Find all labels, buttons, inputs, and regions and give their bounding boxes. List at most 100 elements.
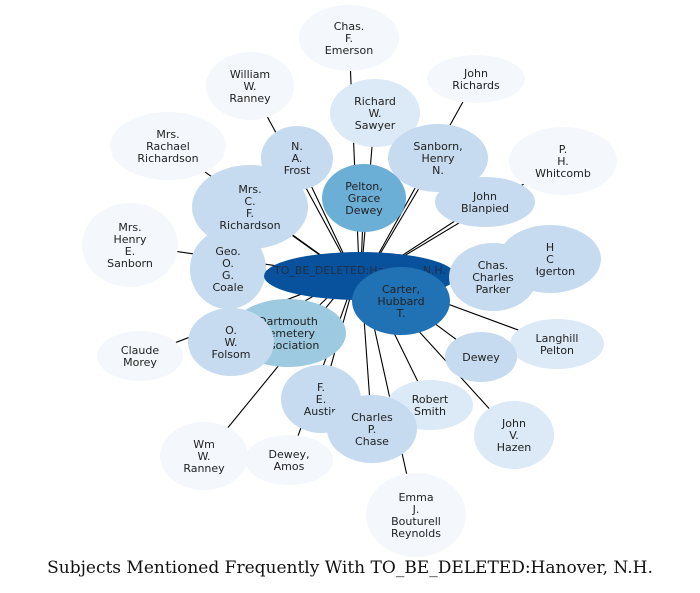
node-fe-austin-label-line: E. [316, 393, 326, 406]
node-ellipse [192, 165, 308, 249]
node-ellipse [327, 395, 417, 463]
node-mrs-cf-richardson-label-line: Richardson [219, 219, 280, 232]
node-ph-whitcomb[interactable]: P.H.Whitcomb [509, 127, 617, 195]
node-richard-sawyer-label-line: W. [368, 107, 381, 120]
node-ow-folsom-label-line: W. [224, 336, 237, 349]
node-dewey[interactable]: Dewey [445, 332, 517, 382]
node-ellipse [435, 177, 535, 227]
node-mrs-cf-richardson-label-line: Mrs. [238, 183, 261, 196]
node-sanborn-henry-label-line: N. [432, 164, 444, 177]
node-dewey-amos[interactable]: Dewey,Amos [245, 435, 333, 485]
node-pelton-grace-dewey-label-line: Dewey [345, 204, 383, 217]
node-mrs-henry-sanborn-label-line: E. [125, 245, 135, 258]
node-hc-edgerton-label-line: Edgerton [525, 265, 575, 278]
node-robert-smith-label-line: Smith [414, 405, 446, 418]
node-ellipse [188, 308, 274, 376]
node-ellipse [366, 473, 466, 557]
node-pelton-grace-dewey-label-line: Pelton, [345, 180, 383, 193]
node-na-frost-label-line: Frost [284, 164, 311, 177]
node-ellipse [352, 267, 450, 335]
node-charles-chase-label-line: Chase [355, 435, 389, 448]
node-wm-ranney-label-line: Wm [193, 438, 215, 451]
node-ph-whitcomb-label-line: P. [559, 143, 567, 156]
node-wm-ranney[interactable]: WmW.Ranney [160, 422, 248, 490]
node-geo-coale-label-line: Geo. [215, 245, 240, 258]
node-chas-emerson-label-line: Chas. [334, 20, 365, 33]
node-ellipse [510, 319, 604, 369]
node-charles-chase-label-line: Charles [351, 411, 393, 424]
node-emma-reynolds-label-line: Reynolds [391, 527, 441, 540]
node-chas-charles-parker-label-line: Charles [472, 271, 514, 284]
node-dewey-label-line: Dewey [462, 351, 500, 364]
node-carter-hubbard-label-line: Hubbard [377, 295, 424, 308]
nodes: Chas.F.EmersonWilliamW.RanneyJohnRichard… [82, 5, 617, 557]
node-richard-sawyer-label-line: Sawyer [355, 119, 396, 132]
node-william-ranney-label-line: William [230, 68, 270, 81]
node-ellipse [427, 55, 525, 103]
node-john-blanpied-label-line: Blanpied [461, 202, 509, 215]
node-fe-austin-label-line: F. [317, 381, 325, 394]
node-ellipse [322, 164, 406, 232]
node-chas-charles-parker-label-line: Chas. [478, 259, 509, 272]
node-chas-emerson[interactable]: Chas.F.Emerson [299, 5, 399, 71]
node-geo-coale-label-line: Coale [213, 281, 244, 294]
node-hc-edgerton-label-line: H [546, 241, 554, 254]
node-mrs-cf-richardson-label-line: C. [244, 195, 255, 208]
node-mrs-cf-richardson[interactable]: Mrs.C.F.Richardson [192, 165, 308, 249]
node-chas-emerson-label-line: Emerson [325, 44, 373, 57]
node-mrs-henry-sanborn-label-line: Sanborn [107, 257, 153, 270]
node-john-richards-label-line: Richards [452, 79, 500, 92]
node-ow-folsom[interactable]: O.W.Folsom [188, 308, 274, 376]
node-pelton-grace-dewey-label-line: Grace [348, 192, 381, 205]
node-ellipse [245, 435, 333, 485]
node-ow-folsom-label-line: O. [225, 324, 237, 337]
node-dewey-amos-label-line: Amos [274, 460, 305, 473]
node-wm-ranney-label-line: W. [197, 450, 210, 463]
node-john-hazen-label-line: V. [509, 429, 519, 442]
node-ph-whitcomb-label-line: H. [557, 155, 569, 168]
node-dartmouth-cemetery-label-line: Dartmouth [258, 315, 318, 328]
node-ellipse [299, 5, 399, 71]
node-claude-morey-label-line: Claude [121, 344, 159, 357]
node-ellipse [474, 401, 554, 469]
node-ellipse [509, 127, 617, 195]
node-robert-smith-label-line: Robert [412, 393, 449, 406]
node-emma-reynolds-label-line: Bouturell [391, 515, 441, 528]
node-william-ranney-label-line: W. [243, 80, 256, 93]
node-claude-morey-label-line: Morey [123, 356, 157, 369]
node-chas-charles-parker-label-line: Parker [476, 283, 511, 296]
node-wm-ranney-label-line: Ranney [183, 462, 225, 475]
node-geo-coale[interactable]: Geo.O.G.Coale [190, 229, 266, 309]
node-ellipse [160, 422, 248, 490]
node-ellipse [330, 79, 420, 147]
node-sanborn-henry-label-line: Sanborn, [413, 140, 462, 153]
node-sanborn-henry-label-line: Henry [421, 152, 455, 165]
node-dartmouth-cemetery-label-line: Cemetery [261, 327, 316, 340]
node-ellipse [449, 243, 537, 311]
node-na-frost-label-line: N. [291, 140, 303, 153]
node-ellipse [110, 112, 226, 180]
node-john-hazen-label-line: John [501, 417, 526, 430]
node-richard-sawyer-label-line: Richard [354, 95, 396, 108]
node-ellipse [445, 332, 517, 382]
node-ellipse [388, 124, 488, 192]
node-carter-hubbard-label-line: T. [396, 307, 406, 320]
node-ellipse [190, 229, 266, 309]
node-mrs-henry-sanborn-label-line: Henry [113, 233, 147, 246]
